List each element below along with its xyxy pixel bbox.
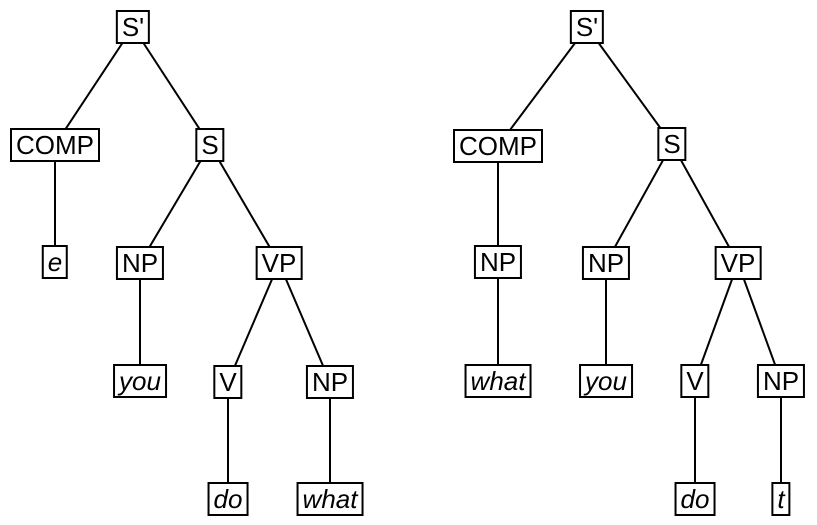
left-tree-node-what: what [296,482,364,516]
right-tree-node-comp: COMP [453,129,543,163]
right-tree-node-you: you [579,364,633,398]
right-tree-edge-vp-np-obj [737,262,782,382]
right-tree-node-sbar: S' [569,10,605,44]
left-tree-node-np-subj: NP [115,246,165,280]
left-tree-edge-sbar-comp [54,26,134,146]
left-tree-edge-s-np-subj [139,144,211,264]
right-tree-node-v: V [680,364,710,398]
right-tree-node-np-obj: NP [756,364,806,398]
right-tree-node-what: what [464,364,532,398]
right-tree-node-np-subj: NP [581,246,631,280]
left-tree-node-e: e [41,245,69,279]
right-tree-edge-s-np-subj [605,143,673,264]
right-tree-edge-vp-v [694,262,739,382]
right-tree-node-vp: VP [714,246,762,280]
right-tree-node-t: t [771,482,791,516]
left-tree-edge-vp-np-obj [278,262,331,383]
left-tree-node-v: V [213,365,243,399]
left-tree-node-comp: COMP [10,128,100,162]
left-tree-node-sbar: S' [115,10,151,44]
left-tree-node-you: you [113,364,167,398]
right-tree-node-do: do [674,482,716,516]
left-tree-edge-vp-v [227,262,280,383]
left-tree-node-vp: VP [255,246,303,280]
right-tree-node-np-comp: NP [473,245,523,279]
right-tree-edge-sbar-comp [497,26,588,147]
right-tree-edge-s-vp [671,143,739,264]
right-tree-node-s: S [657,127,687,161]
left-tree-edge-s-vp [209,144,280,264]
left-tree-node-np-obj: NP [305,365,355,399]
right-tree-edge-sbar-s [586,26,673,145]
left-tree-node-do: do [207,482,249,516]
left-tree-node-s: S [195,128,225,162]
left-tree-edge-sbar-s [132,26,211,146]
